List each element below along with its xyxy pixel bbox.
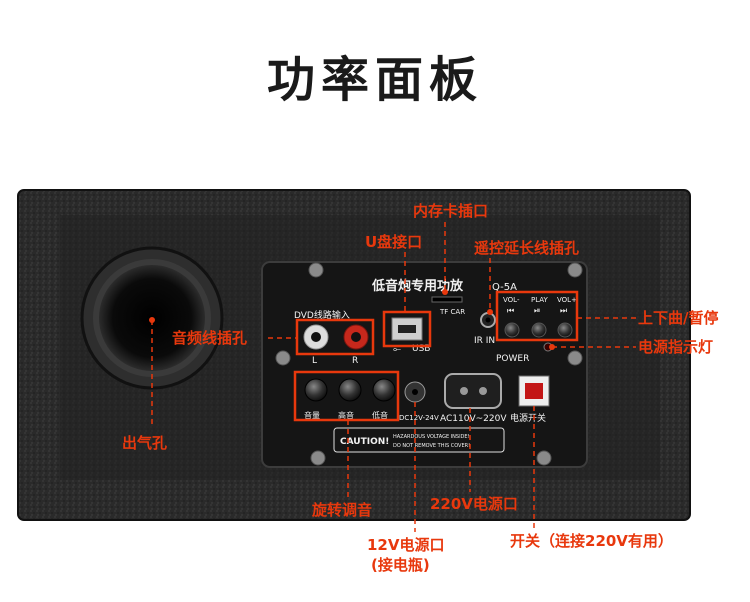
treble-knob[interactable] <box>338 378 362 402</box>
callout-power-light: 电源指示灯 <box>638 338 713 356</box>
caution-box <box>333 427 505 453</box>
rca-jack-right[interactable] <box>343 324 369 350</box>
treble-label: 高音 <box>338 410 354 420</box>
screw-icon <box>567 262 583 278</box>
highlight-playback-buttons <box>495 290 579 342</box>
volume-knob[interactable] <box>304 378 328 402</box>
callout-track-pause: 上下曲/暂停 <box>638 309 718 327</box>
bass-label: 低音 <box>372 410 388 420</box>
callout-remote-extension: 遥控延长线插孔 <box>474 239 579 257</box>
screw-icon <box>308 262 324 278</box>
right-channel-label: R <box>352 356 358 366</box>
play-pause-icon: ⏯ <box>534 306 540 315</box>
caution-title: CAUTION! <box>340 437 389 447</box>
usb-port[interactable] <box>391 317 423 341</box>
callout-rotary-tuning: 旋转调音 <box>311 501 372 519</box>
vol-minus-label: VOL- <box>503 296 520 304</box>
model-label: Q-5A <box>492 282 517 293</box>
volume-label: 音量 <box>304 410 320 420</box>
prev-track-icon: ⏮ <box>507 306 514 315</box>
callout-memory-card-slot: 内存卡插口 <box>413 202 488 220</box>
ir-in-jack[interactable] <box>480 312 496 328</box>
vol-plus-label: VOL+ <box>557 296 577 304</box>
callout-switch: 开关（连接220V有用） <box>510 532 673 550</box>
tf-card-label: TF CAR <box>439 308 465 316</box>
highlight-knobs <box>293 370 400 422</box>
callout-audio-input: 音频线插孔 <box>172 329 247 347</box>
play-label: PLAY <box>531 296 549 304</box>
callout-dot <box>549 344 555 350</box>
highlight-audio-input <box>295 318 375 356</box>
play-pause-button[interactable] <box>531 322 547 338</box>
callout-dot <box>487 309 493 315</box>
callout-dc-port-line2: (接电瓶) <box>371 556 430 574</box>
power-switch[interactable] <box>518 375 550 407</box>
caution-line-2: DO NOT REMOVE THIS COVER! <box>393 443 470 449</box>
screw-icon <box>536 450 552 466</box>
highlight-usb <box>382 310 432 348</box>
caution-line-1: HAZARDOUS VOLTAGE INSIDE! <box>393 434 470 440</box>
dc-power-jack[interactable] <box>404 381 426 403</box>
rca-jack-left[interactable] <box>303 324 329 350</box>
next-track-icon: ⏭ <box>560 306 567 315</box>
page-title: 功率面板 <box>266 52 483 108</box>
screw-icon <box>310 450 326 466</box>
power-switch-label: 电源开关 <box>510 412 546 424</box>
callout-dot <box>149 317 155 323</box>
callout-dc-port-line1: 12V电源口 <box>367 536 444 554</box>
dc-voltage-label: DC12V-24V <box>399 414 439 422</box>
screw-icon <box>275 350 291 366</box>
screw-icon <box>567 350 583 366</box>
usb-icon: ⟜ <box>393 344 401 355</box>
amplifier-panel: 低音炮专用功放 Q-5A DVD线路输入 L R USB ⟜ <box>261 261 588 468</box>
callout-dot <box>442 289 448 295</box>
bass-knob[interactable] <box>372 378 396 402</box>
dvd-input-label: DVD线路输入 <box>294 309 350 321</box>
tf-card-slot[interactable] <box>431 296 463 303</box>
power-label: POWER <box>496 354 529 364</box>
usb-label: USB <box>412 344 430 354</box>
left-channel-label: L <box>312 356 317 366</box>
ac-voltage-label: AC110V~220V <box>440 414 507 424</box>
ir-in-label: IR IN <box>474 336 495 346</box>
ac-power-socket[interactable] <box>444 373 502 409</box>
callout-air-vent: 出气孔 <box>122 434 167 452</box>
callout-ac-port: 220V电源口 <box>430 495 518 513</box>
prev-track-button[interactable] <box>504 322 520 338</box>
panel-header: 低音炮专用功放 <box>371 278 464 294</box>
next-track-button[interactable] <box>557 322 573 338</box>
callout-usb-port: U盘接口 <box>365 233 422 251</box>
